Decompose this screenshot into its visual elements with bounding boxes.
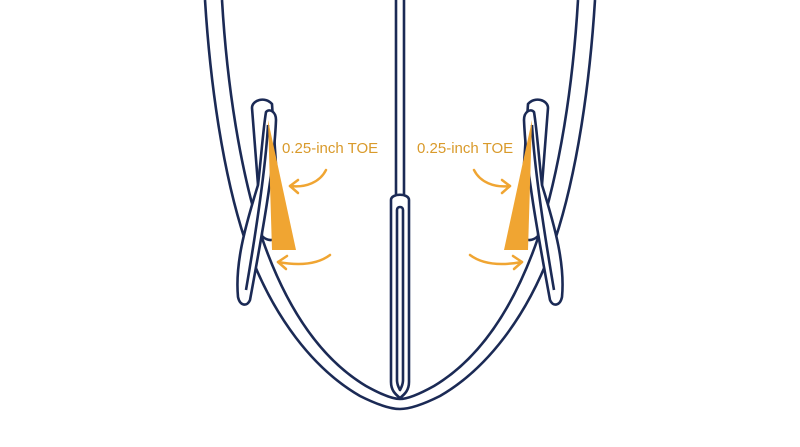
left-upper-arrow bbox=[288, 168, 328, 195]
right-fin-inner-line bbox=[530, 124, 556, 291]
left-lower-arrow bbox=[276, 253, 332, 271]
center-fin bbox=[389, 193, 411, 400]
right-lower-arrow bbox=[468, 253, 524, 271]
left-fin-inner-line bbox=[244, 124, 270, 291]
right-upper-arrow bbox=[472, 168, 512, 195]
left-toe-label: 0.25-inch TOE bbox=[282, 140, 378, 157]
left-toe-wedge bbox=[268, 120, 296, 250]
center-fin-inner bbox=[395, 205, 405, 392]
board-outer-rail bbox=[203, 0, 597, 411]
toe-arrows bbox=[276, 168, 524, 271]
center-fin-outer bbox=[389, 193, 411, 400]
right-toe-label: 0.25-inch TOE bbox=[417, 140, 513, 157]
right-side-fin bbox=[504, 98, 564, 306]
stringer bbox=[394, 0, 406, 196]
left-side-fin bbox=[236, 98, 296, 306]
right-toe-wedge bbox=[504, 120, 532, 250]
